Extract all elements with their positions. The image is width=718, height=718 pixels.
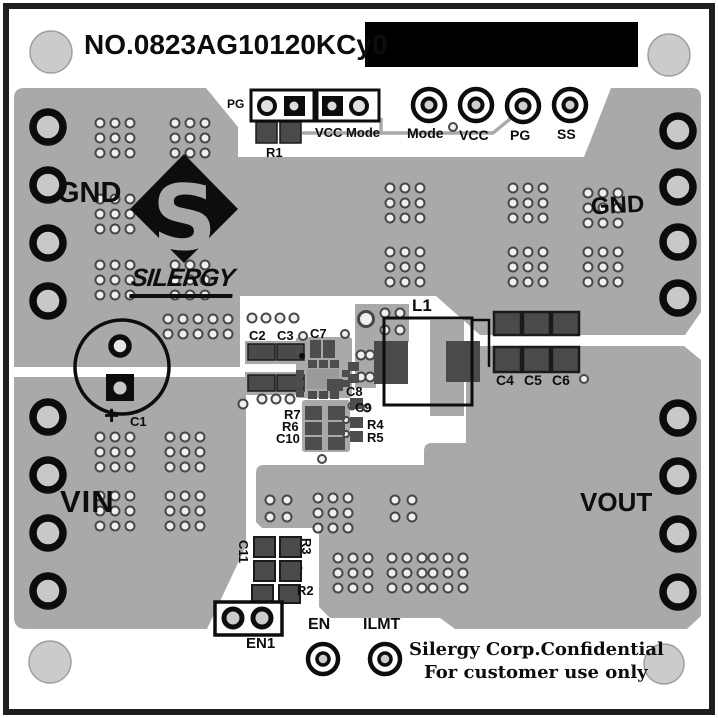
r6-label: R6	[282, 419, 299, 434]
c4-pad	[492, 310, 523, 337]
silergy-logo-diamond	[130, 154, 238, 263]
tp-en	[305, 641, 341, 677]
board-number: NO.0823AG10120KCy0	[84, 29, 388, 60]
c11-pads	[253, 536, 276, 558]
confidential-line-2: For customer use only	[424, 662, 648, 683]
mounting-hole-top-right	[647, 33, 691, 77]
c3-pad	[276, 343, 305, 361]
c3-label: C3	[277, 328, 294, 343]
c1-outline	[73, 318, 171, 416]
c6-pad	[550, 310, 581, 337]
r1-label: R1	[266, 145, 283, 160]
en1-label: EN1	[246, 635, 276, 652]
silergy-logo-monogram: S	[152, 166, 217, 271]
l1-outline	[382, 316, 474, 407]
r2-label: R2	[297, 583, 314, 598]
pg-jumper-label: PG	[227, 97, 245, 111]
r4-label: R4	[367, 417, 384, 432]
r1-pads	[255, 121, 278, 144]
c5-pad	[521, 310, 552, 337]
c2-pad	[247, 343, 276, 361]
test-point-rings	[305, 86, 589, 677]
c8-label: C8	[346, 384, 363, 399]
tp-ilmt-label: ILMT	[363, 616, 401, 633]
c1-label: C1	[130, 414, 147, 429]
confidential-line-1: Silergy Corp.Confidential	[409, 639, 664, 660]
component-pads	[247, 121, 581, 604]
tp-ss	[551, 86, 589, 124]
mounting-holes	[28, 30, 691, 685]
l1-pad-right	[446, 341, 480, 382]
c7-label: C7	[310, 326, 327, 341]
mounting-hole-bottom-left	[28, 640, 72, 684]
tp-mode-label: Mode	[407, 125, 444, 141]
gnd-left-label: GND	[57, 177, 122, 209]
tp-vcc	[457, 86, 495, 124]
c10-label: C10	[276, 431, 300, 446]
mounting-hole-top-left	[29, 30, 73, 74]
c4-label: C4	[496, 372, 514, 388]
silkscreen	[73, 88, 491, 637]
vin-label: VIN	[60, 484, 115, 519]
tp-ilmt	[367, 641, 403, 677]
c11-label: C11	[236, 540, 251, 564]
tp-pg	[504, 87, 542, 125]
c5-label: C5	[524, 372, 542, 388]
mounting-hole-bottom-right	[643, 643, 685, 685]
gnd-right-label: GND	[590, 190, 645, 221]
vout-label: VOUT	[580, 487, 653, 517]
r5-label: R5	[367, 430, 384, 445]
l1-pad-left	[374, 341, 408, 384]
vcc-mode-jumper-label: VCC Mode	[315, 125, 380, 140]
tp-ss-label: SS	[557, 126, 576, 142]
redacted-marking-box	[365, 22, 638, 67]
r3-label: R3	[299, 538, 314, 555]
tp-pg-label: PG	[510, 127, 531, 143]
edge-pads-right	[659, 112, 697, 611]
tp-vcc-label: VCC	[459, 127, 489, 143]
ic-footprint	[296, 340, 363, 450]
c6-label: C6	[552, 372, 570, 388]
silergy-wordmark: SILERGY	[129, 264, 236, 298]
edge-pads-left	[29, 108, 67, 610]
c9-label: C9	[355, 400, 372, 415]
tp-en-label: EN	[308, 616, 331, 633]
c2-label: C2	[249, 328, 266, 343]
c1-polarity-mark: +	[104, 400, 120, 430]
r7-label: R7	[284, 407, 301, 422]
tp-mode	[410, 86, 448, 124]
via-grids	[94, 117, 624, 594]
l1-label: L1	[412, 296, 432, 315]
